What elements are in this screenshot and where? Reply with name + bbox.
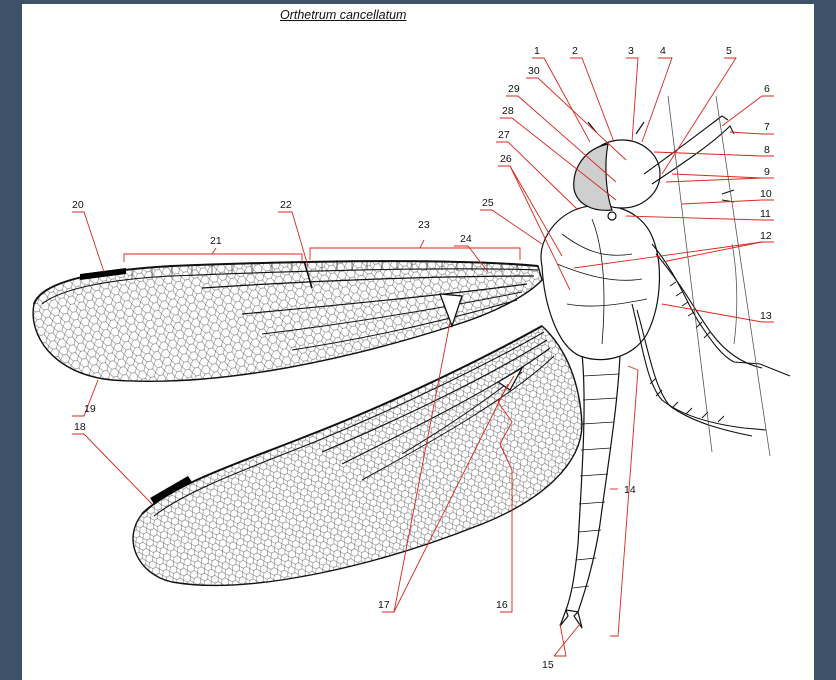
- callout-27: 27: [498, 129, 510, 141]
- callout-2: 2: [572, 45, 578, 57]
- callout-16: 16: [496, 599, 508, 611]
- callout-22: 22: [280, 199, 292, 211]
- callout-24: 24: [460, 233, 472, 245]
- callout-19: 19: [84, 403, 96, 415]
- callout-9: 9: [764, 166, 770, 178]
- callout-3: 3: [628, 45, 634, 57]
- callout-12: 12: [760, 230, 772, 242]
- callout-13: 13: [760, 310, 772, 322]
- callout-11: 11: [760, 208, 771, 220]
- callout-30: 30: [528, 65, 540, 77]
- callout-10: 10: [760, 188, 772, 200]
- callout-1: 1: [534, 45, 540, 57]
- compound-eye: [574, 144, 612, 210]
- callout-18: 18: [74, 421, 86, 433]
- callout-28: 28: [502, 105, 514, 117]
- callout-6: 6: [764, 83, 770, 95]
- callout-29: 29: [508, 83, 520, 95]
- callout-21: 21: [210, 235, 222, 247]
- callout-20: 20: [72, 199, 84, 211]
- callout-15: 15: [542, 659, 554, 671]
- callout-14: 14: [624, 484, 636, 496]
- callout-26: 26: [500, 153, 512, 165]
- diagram-panel: Orthetrum cancellatum: [22, 4, 814, 680]
- callout-23: 23: [418, 219, 430, 231]
- dragonfly-body: [541, 96, 790, 628]
- callout-17: 17: [378, 599, 390, 611]
- callout-5: 5: [726, 45, 732, 57]
- callout-7: 7: [764, 121, 770, 133]
- forewing: [33, 260, 542, 381]
- callout-4: 4: [660, 45, 666, 57]
- dragonfly-anatomy-diagram: 1 2 3 4 5 6 7 8 9 10 11 12 13 14 15 16 1…: [22, 4, 814, 680]
- callout-25: 25: [482, 197, 494, 209]
- callout-8: 8: [764, 144, 770, 156]
